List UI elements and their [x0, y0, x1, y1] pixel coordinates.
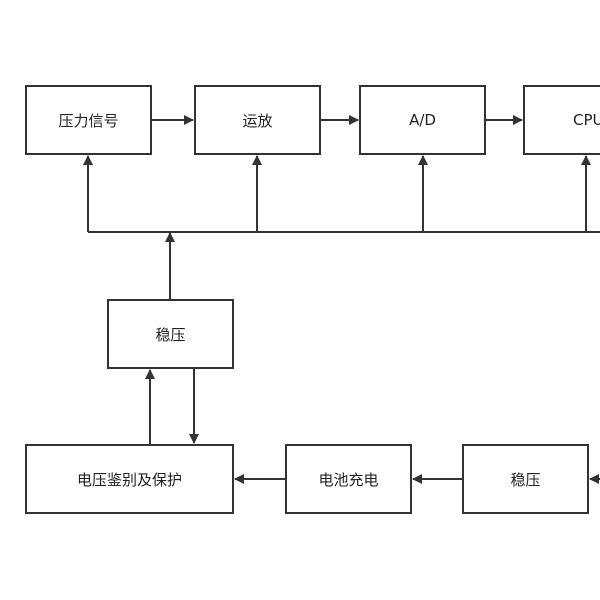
cpu-label: CPU	[573, 111, 600, 129]
voltage-regulator-bottom-label: 稳压	[510, 470, 541, 489]
voltage-regulator-bottom-box: 稳压	[462, 444, 589, 514]
voltage-protection-label: 电压鉴别及保护	[76, 470, 182, 489]
cpu-box: CPU	[523, 85, 600, 155]
voltage-regulator-top-label: 稳压	[155, 325, 186, 344]
pressure-signal-box: 压力信号	[25, 85, 152, 155]
battery-charge-box: 电池充电	[285, 444, 412, 514]
ad-converter-box: A/D	[359, 85, 486, 155]
battery-charge-label: 电池充电	[318, 470, 379, 489]
ad-converter-label: A/D	[409, 111, 436, 129]
amplifier-label: 运放	[242, 111, 273, 130]
voltage-protection-box: 电压鉴别及保护	[25, 444, 234, 514]
pressure-signal-label: 压力信号	[58, 111, 119, 130]
voltage-regulator-top-box: 稳压	[107, 299, 234, 369]
amplifier-box: 运放	[194, 85, 321, 155]
